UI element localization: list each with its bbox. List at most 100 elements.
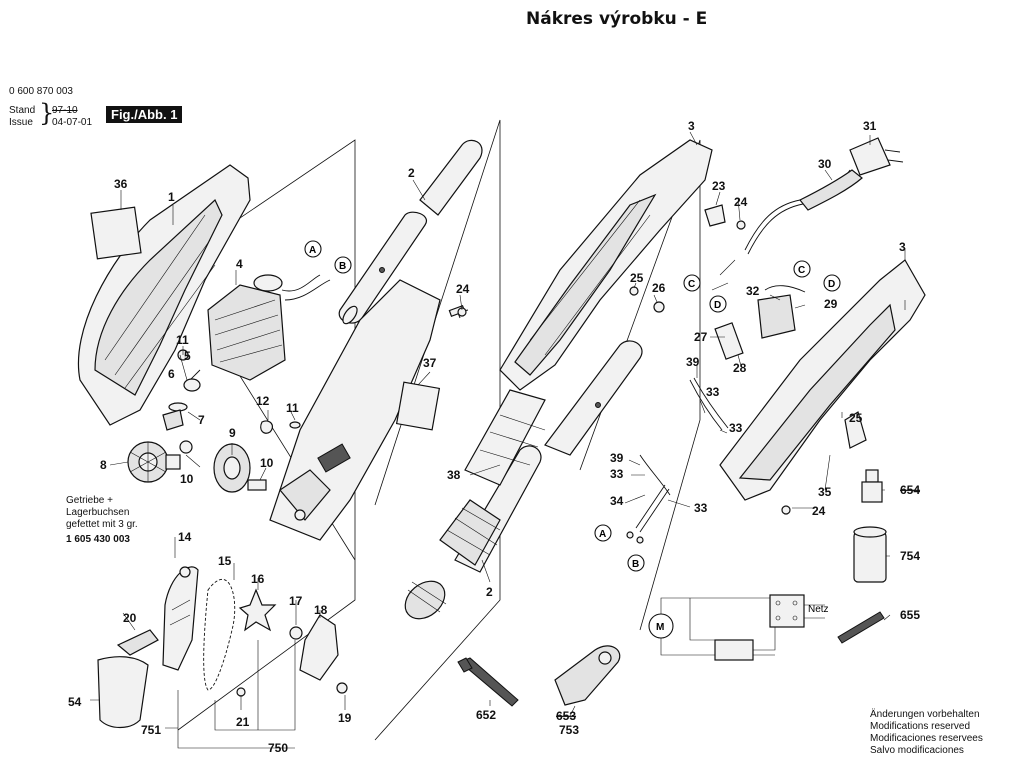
- part-33a: 33: [706, 385, 720, 399]
- part-4: 4: [236, 257, 243, 271]
- connector-d2: D: [828, 279, 835, 290]
- part-754: 754: [900, 549, 920, 563]
- part-19: 19: [338, 711, 352, 725]
- changes-note-3: Modificaciones reservees: [870, 733, 983, 744]
- part-1: 1: [168, 190, 175, 204]
- part-10: 10: [180, 472, 194, 486]
- part-39b: 39: [610, 451, 624, 465]
- part-14: 14: [178, 530, 192, 544]
- part-35: 35: [818, 485, 832, 499]
- part-39a: 39: [686, 355, 700, 369]
- connector-c1: C: [688, 279, 695, 290]
- part-25b: 25: [849, 411, 863, 425]
- label-plate-37: [395, 381, 441, 431]
- connector-a1: A: [309, 245, 316, 256]
- wiring: [626, 377, 729, 544]
- part-6: 6: [168, 367, 175, 381]
- housing-right-lower: [719, 259, 926, 501]
- housing-left: [78, 164, 251, 426]
- part-34: 34: [610, 494, 624, 508]
- part-18: 18: [314, 603, 328, 617]
- brace-icon: }: [39, 99, 55, 127]
- part-31: 31: [863, 119, 877, 133]
- leader-lines: [90, 131, 906, 717]
- shaft-tube: [338, 139, 483, 325]
- part-23: 23: [712, 179, 726, 193]
- part-3: 3: [688, 119, 695, 133]
- circuit-schematic: M: [648, 594, 825, 661]
- part-number: 0 600 870 003: [9, 86, 73, 97]
- part-11b: 11: [286, 401, 299, 415]
- part-25: 25: [630, 271, 644, 285]
- accessories: [837, 469, 887, 644]
- gear-note-3: gefettet mit 3 gr.: [66, 519, 138, 530]
- part-28: 28: [733, 361, 747, 375]
- lower-tube: [544, 340, 643, 456]
- part-numbers: 36 1 2 4 11 5 6 7 8 10 12 11 9 10 24 37 …: [68, 119, 920, 755]
- housing-center: [269, 279, 441, 541]
- part-3b: 3: [899, 240, 906, 254]
- part-24b: 24: [734, 195, 748, 209]
- bevel-gear: [127, 440, 193, 483]
- part-8: 8: [100, 458, 107, 472]
- gear-note-part: 1 605 430 003: [66, 534, 130, 545]
- connector-labels: A B A B C D C D: [304, 240, 841, 572]
- stand-label: Stand: [9, 105, 36, 116]
- label-plate-36: [90, 206, 142, 260]
- tools: [457, 645, 621, 707]
- part-29: 29: [824, 297, 838, 311]
- figure-label: Fig./Abb. 1: [106, 106, 183, 123]
- connector-d1: D: [714, 300, 721, 311]
- part-27: 27: [694, 330, 708, 344]
- spur-gear: [213, 420, 301, 493]
- part-7: 7: [198, 413, 205, 427]
- part-26: 26: [652, 281, 666, 295]
- changes-note-1: Änderungen vorbehalten: [870, 709, 980, 720]
- gear-note-1: Getriebe +: [66, 495, 113, 506]
- connector-c2: C: [798, 265, 805, 276]
- part-9: 9: [229, 426, 236, 440]
- housing-right-upper: [499, 139, 713, 391]
- changes-note-2: Modifications reserved: [870, 721, 971, 732]
- part-36: 36: [114, 177, 128, 191]
- gear-note-2: Lagerbuchsen: [66, 507, 130, 518]
- part-750: 750: [268, 741, 288, 755]
- part-30: 30: [818, 157, 832, 171]
- part-653: 653: [556, 709, 576, 723]
- svg-text:M: M: [656, 622, 664, 633]
- connector-b2: B: [632, 559, 639, 570]
- connector-a2: A: [599, 529, 606, 540]
- switch-block: [711, 259, 806, 360]
- power-cable: [744, 137, 904, 255]
- part-37: 37: [423, 356, 437, 370]
- part-652: 652: [476, 708, 496, 722]
- part-753: 753: [559, 723, 579, 737]
- part-24c: 24: [812, 504, 826, 518]
- part-20: 20: [123, 611, 137, 625]
- part-2: 2: [408, 166, 415, 180]
- part-38: 38: [447, 468, 461, 482]
- page-title: Nákres výrobku - E: [526, 9, 708, 29]
- part-5: 5: [184, 349, 191, 363]
- stand-date: 97-10: [52, 105, 78, 116]
- part-12: 12: [256, 394, 270, 408]
- part-17: 17: [289, 594, 303, 608]
- issue-label: Issue: [9, 117, 33, 128]
- part-16: 16: [251, 572, 265, 586]
- part-33d: 33: [694, 501, 708, 515]
- part-15: 15: [218, 554, 232, 568]
- handle-assembly: [404, 389, 546, 620]
- part-32: 32: [746, 284, 760, 298]
- part-24: 24: [456, 282, 470, 296]
- part-21: 21: [236, 715, 250, 729]
- part-2b: 2: [486, 585, 493, 599]
- part-33c: 33: [610, 467, 624, 481]
- part-655: 655: [900, 608, 920, 622]
- issue-date: 04-07-01: [52, 117, 93, 128]
- part-751: 751: [141, 723, 161, 737]
- part-54: 54: [68, 695, 82, 709]
- changes-note-4: Salvo modificaciones: [870, 745, 964, 756]
- connector-b1: B: [339, 261, 346, 272]
- part-10b: 10: [260, 456, 274, 470]
- part-11: 11: [176, 333, 189, 347]
